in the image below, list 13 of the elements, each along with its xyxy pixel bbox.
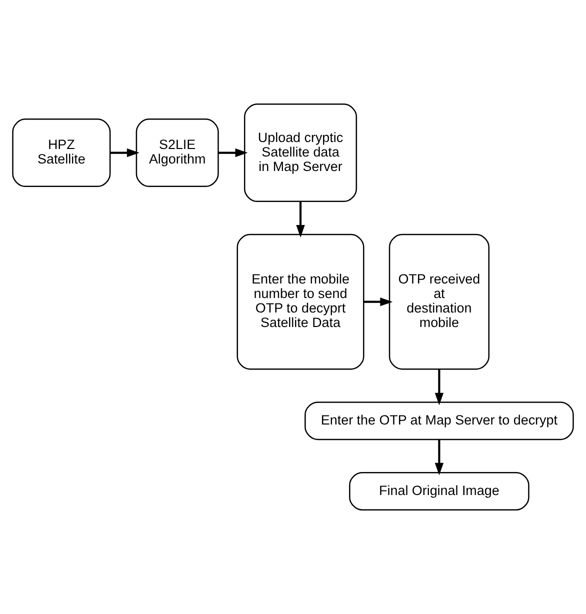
node-box: S2LIE Algorithm xyxy=(136,118,219,188)
node-box: OTP received at destination mobile xyxy=(388,234,490,370)
arrow xyxy=(364,297,393,306)
node-box: Upload cryptic Satellite data in Map Server xyxy=(244,104,358,202)
node-box: Enter the mobile number to send OTP to decyprt Satellite Data xyxy=(236,234,364,370)
node-box: Final Original Image xyxy=(349,472,530,510)
arrow xyxy=(434,440,444,476)
node-box: Enter the OTP at Map Server to decrypt xyxy=(304,402,574,440)
arrow xyxy=(434,369,444,406)
node-box: HPZ Satellite xyxy=(12,118,111,188)
arrow xyxy=(110,148,140,158)
arrow xyxy=(218,148,248,158)
arrow xyxy=(296,202,305,238)
